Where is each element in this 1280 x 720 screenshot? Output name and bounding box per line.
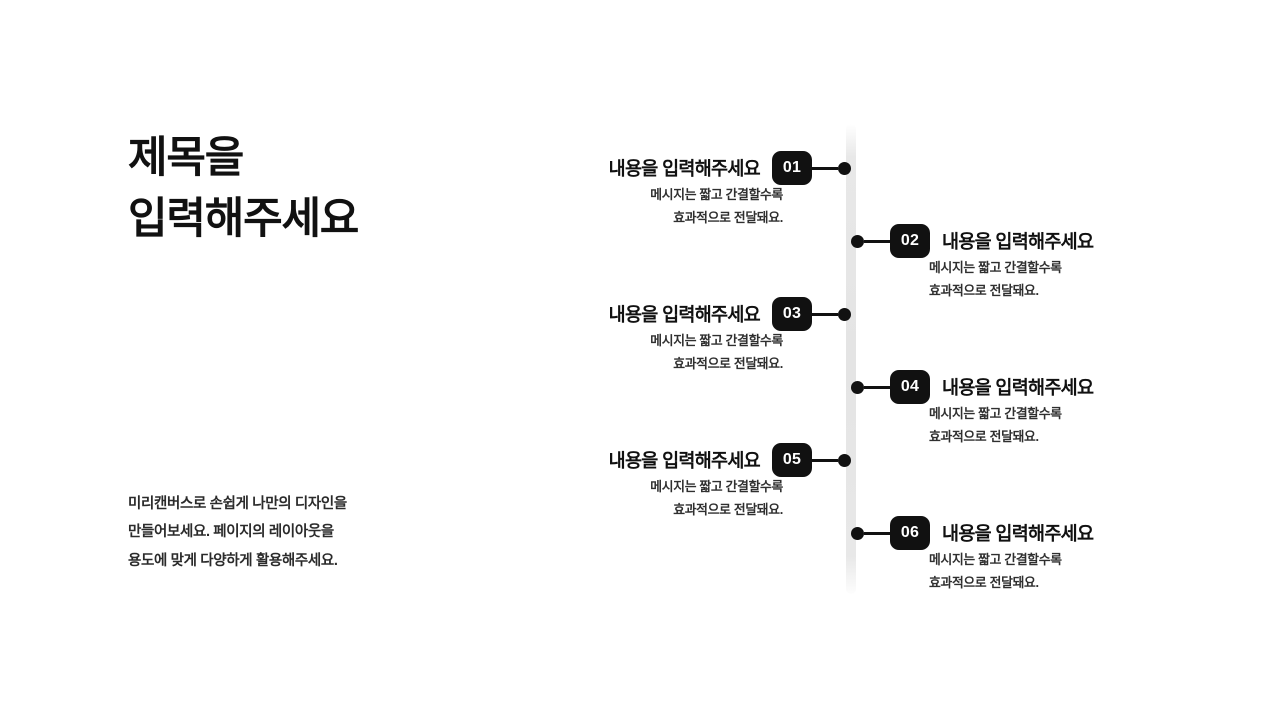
timeline-item-number-badge[interactable]: 03 bbox=[772, 297, 812, 331]
timeline-item-body: 메시지는 짧고 간결할수록 효과적으로 전달돼요. bbox=[929, 260, 1062, 298]
timeline-dot-marker bbox=[838, 307, 851, 321]
timeline-item-body: 메시지는 짧고 간결할수록 효과적으로 전달돼요. bbox=[929, 552, 1062, 590]
timeline-connector-line bbox=[864, 531, 890, 535]
timeline-item-number-badge[interactable]: 01 bbox=[772, 151, 812, 185]
timeline-item-head: 내용을 입력해주세요 06 bbox=[851, 516, 1094, 550]
timeline-dot-marker bbox=[851, 380, 864, 394]
timeline-item-body: 메시지는 짧고 간결할수록 효과적으로 전달돼요. bbox=[650, 333, 783, 371]
timeline-item-number-badge[interactable]: 05 bbox=[772, 443, 812, 477]
timeline-item-head: 내용을 입력해주세요 02 bbox=[851, 224, 1094, 258]
timeline-item-head: 내용을 입력해주세요 03 bbox=[609, 297, 851, 331]
timeline-connector-line bbox=[812, 312, 838, 316]
timeline-item-number-badge[interactable]: 06 bbox=[890, 516, 930, 550]
timeline-dot-marker bbox=[838, 161, 851, 175]
timeline-dot-marker bbox=[851, 526, 864, 540]
timeline-item-head: 내용을 입력해주세요 04 bbox=[851, 370, 1094, 404]
timeline-connector-line bbox=[864, 239, 890, 243]
timeline-connector-line bbox=[812, 458, 838, 462]
timeline-item-heading: 내용을 입력해주세요 bbox=[942, 231, 1094, 252]
timeline-item-heading: 내용을 입력해주세요 bbox=[608, 450, 761, 471]
timeline-item-body: 메시지는 짧고 간결할수록 효과적으로 전달돼요. bbox=[650, 187, 783, 225]
timeline-item-number-badge[interactable]: 02 bbox=[890, 224, 930, 258]
timeline-item-head: 내용을 입력해주세요 05 bbox=[609, 443, 851, 477]
timeline-item-number-badge[interactable]: 04 bbox=[890, 370, 930, 404]
timeline-item-body: 메시지는 짧고 간결할수록 효과적으로 전달돼요. bbox=[650, 479, 783, 517]
timeline-item-head: 내용을 입력해주세요 01 bbox=[609, 151, 851, 185]
left-text-column: 제목을 입력해주세요 bbox=[128, 128, 528, 250]
timeline-dot-marker bbox=[838, 453, 851, 467]
timeline-item-body: 메시지는 짧고 간결할수록 효과적으로 전달돼요. bbox=[929, 406, 1062, 444]
timeline-dot-marker bbox=[851, 234, 864, 248]
left-description: 미리캔버스로 손쉽게 나만의 디자인을 만들어보세요. 페이지의 레이아웃을 용… bbox=[128, 496, 347, 569]
timeline-track bbox=[846, 124, 856, 594]
timeline-connector-line bbox=[812, 166, 838, 170]
timeline-item-heading: 내용을 입력해주세요 bbox=[942, 377, 1094, 398]
timeline-item-heading: 내용을 입력해주세요 bbox=[942, 523, 1094, 544]
page-title: 제목을 입력해주세요 bbox=[128, 134, 359, 244]
timeline-item-heading: 내용을 입력해주세요 bbox=[608, 158, 761, 179]
timeline-connector-line bbox=[864, 385, 890, 389]
timeline-item-heading: 내용을 입력해주세요 bbox=[608, 304, 761, 325]
